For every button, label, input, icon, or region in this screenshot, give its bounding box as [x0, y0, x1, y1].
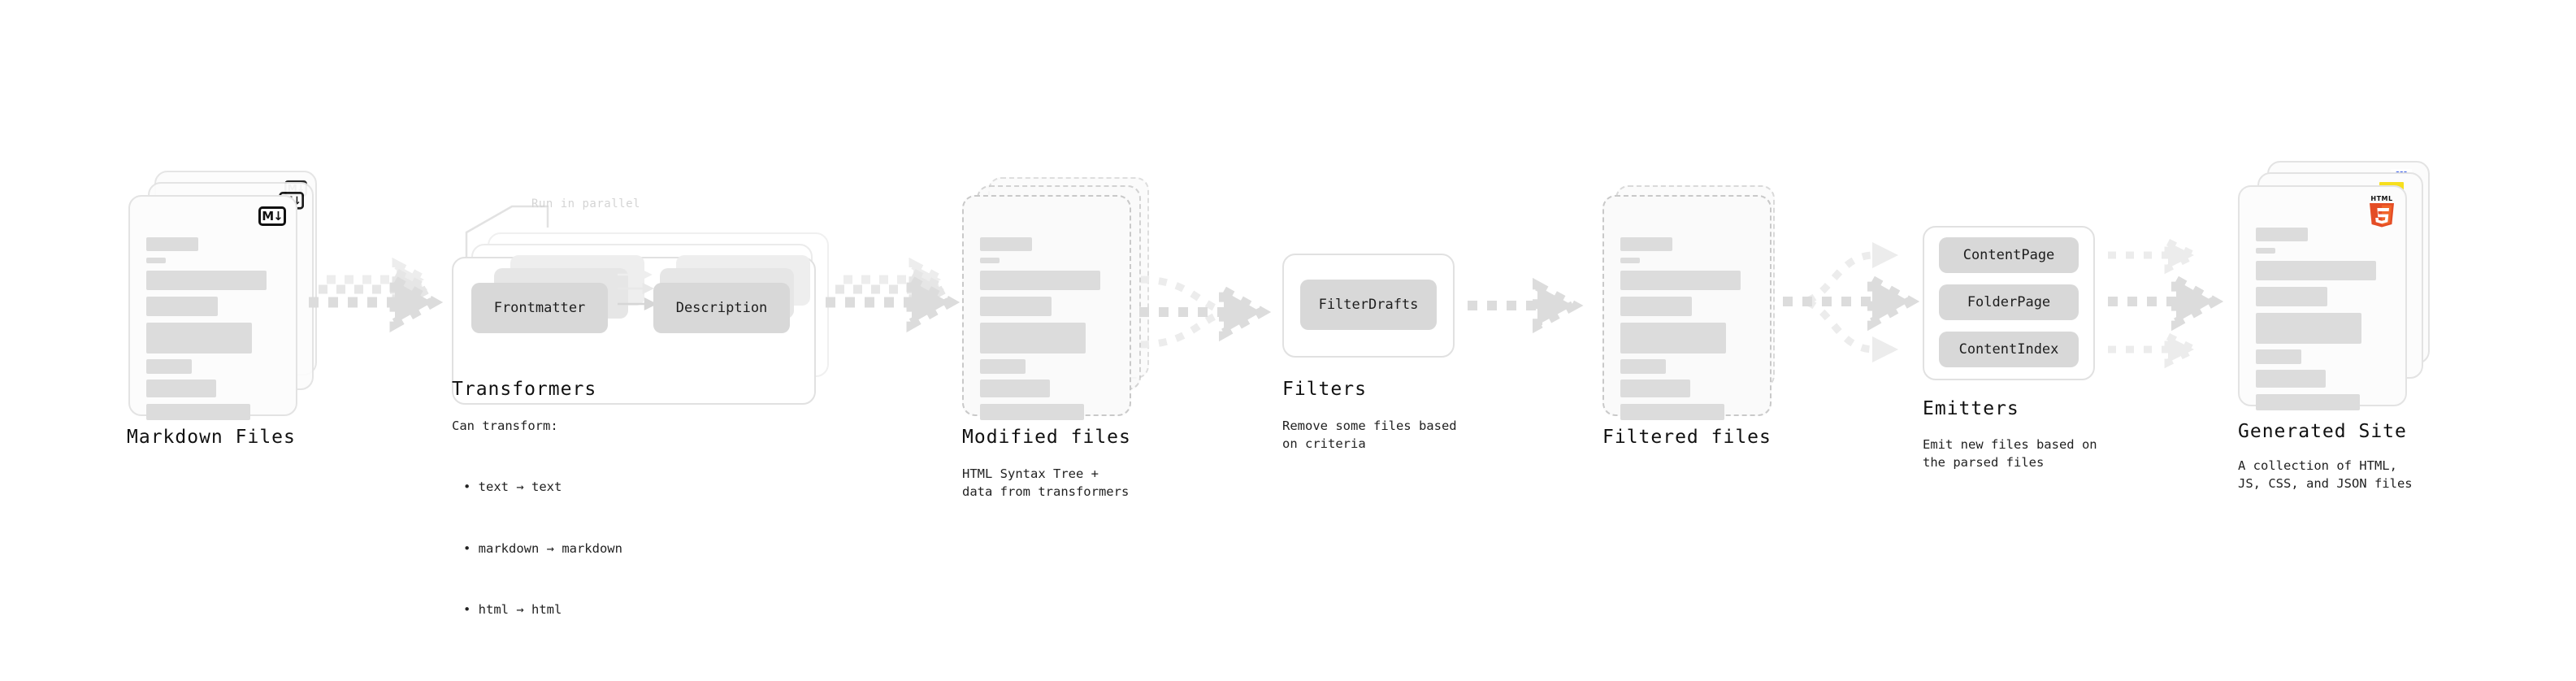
skeleton-bar — [2256, 394, 2360, 410]
skeleton-bar — [2256, 370, 2326, 388]
skeleton-bar — [1620, 323, 1726, 354]
skeleton-bar — [980, 258, 1000, 263]
skeleton-bar — [1620, 380, 1690, 397]
html5-badge: HTML — [2368, 195, 2396, 228]
html5-shield-icon — [2370, 203, 2394, 228]
skeleton-bar — [1620, 271, 1741, 290]
skeleton-bar — [2256, 261, 2376, 280]
skeleton-bar — [1620, 404, 1724, 420]
html5-badge-wordmark: HTML — [2370, 195, 2393, 202]
transformers-bullet: • html → html — [463, 601, 562, 617]
filters-subtitle: Remove some files based on criteria — [1282, 419, 1457, 452]
site-file-card-html: HTML — [2238, 185, 2407, 410]
transformers-subtitle-heading: Can transform: — [452, 419, 558, 433]
transformer-node-label: Frontmatter — [493, 300, 586, 316]
transformers-title: Transformers — [452, 379, 597, 400]
transformer-node-frontmatter[interactable]: Frontmatter — [471, 283, 608, 333]
generated-site-subtitle: A collection of HTML, JS, CSS, and JSON … — [2238, 458, 2413, 492]
skeleton-bar — [146, 237, 198, 251]
emitters-title: Emitters — [1923, 398, 2019, 419]
emitter-node-folderpage[interactable]: FolderPage — [1939, 284, 2079, 320]
markdown-badge: M↓ — [258, 206, 286, 226]
skeleton-bar — [1620, 237, 1672, 251]
transformer-node-description[interactable]: Description — [653, 283, 790, 333]
emitter-node-contentindex[interactable]: ContentIndex — [1939, 332, 2079, 367]
skeleton-bar — [2256, 228, 2308, 241]
filter-node-filterdrafts[interactable]: FilterDrafts — [1300, 280, 1437, 330]
filter-node-label: FilterDrafts — [1318, 297, 1419, 313]
modified-file-card-front — [962, 195, 1131, 420]
skeleton-bar — [980, 380, 1050, 397]
skeleton-bar — [1620, 359, 1666, 374]
skeleton-bar — [980, 359, 1026, 374]
arrow-modified-to-filters — [1139, 275, 1272, 349]
filtered-file-card-front — [1602, 195, 1772, 420]
transformer-node-label: Description — [675, 300, 768, 316]
transformers-bullet: • text → text — [463, 479, 562, 495]
skeleton-bar — [980, 237, 1032, 251]
skeleton-bar — [146, 380, 216, 397]
skeleton-bar — [146, 297, 218, 316]
markdown-files-title: Markdown Files — [127, 427, 296, 448]
skeleton-bar — [980, 323, 1086, 354]
emitter-node-label: FolderPage — [1967, 294, 2051, 310]
skeleton-bar — [146, 323, 252, 354]
skeleton-bar — [1620, 258, 1640, 263]
skeleton-bar — [2256, 248, 2275, 254]
emitter-node-label: ContentIndex — [1958, 341, 2059, 358]
emitter-node-contentpage[interactable]: ContentPage — [1939, 237, 2079, 273]
skeleton-bar — [2256, 313, 2361, 344]
filters-title: Filters — [1282, 379, 1367, 400]
arrow-emitters-to-site — [2108, 236, 2224, 369]
run-in-parallel-bracket — [465, 205, 549, 265]
skeleton-bar — [1620, 297, 1692, 316]
skeleton-bar — [980, 404, 1084, 420]
markdown-file-card-front: M↓ — [128, 195, 297, 420]
emitter-node-label: ContentPage — [1962, 247, 2055, 263]
generated-site-title: Generated Site — [2238, 421, 2407, 442]
filtered-files-title: Filtered files — [1602, 427, 1772, 448]
transformer-inner-arrows — [618, 268, 657, 311]
skeleton-bar — [146, 271, 267, 290]
run-in-parallel-label: Run in parallel — [531, 197, 640, 210]
arrow-filters-to-filtered — [1468, 277, 1584, 334]
arrow-transformers-to-modified — [826, 257, 961, 333]
transformers-bullet: • markdown → markdown — [463, 540, 622, 556]
skeleton-bar — [146, 258, 166, 263]
skeleton-bar — [2256, 349, 2301, 364]
modified-files-subtitle: HTML Syntax Tree + data from transformer… — [962, 466, 1130, 500]
skeleton-bar — [2256, 287, 2327, 306]
arrow-markdown-to-transformers — [309, 257, 444, 333]
transformers-bullet-list: • text → text • markdown → markdown • ht… — [463, 436, 622, 661]
skeleton-bar — [980, 297, 1052, 316]
arrow-filtered-to-emitters — [1783, 242, 1920, 362]
skeleton-bar — [146, 404, 250, 420]
modified-files-title: Modified files — [962, 427, 1131, 448]
skeleton-bar — [146, 359, 192, 374]
skeleton-bar — [980, 271, 1100, 290]
emitters-subtitle: Emit new files based on the parsed files — [1923, 437, 2097, 471]
